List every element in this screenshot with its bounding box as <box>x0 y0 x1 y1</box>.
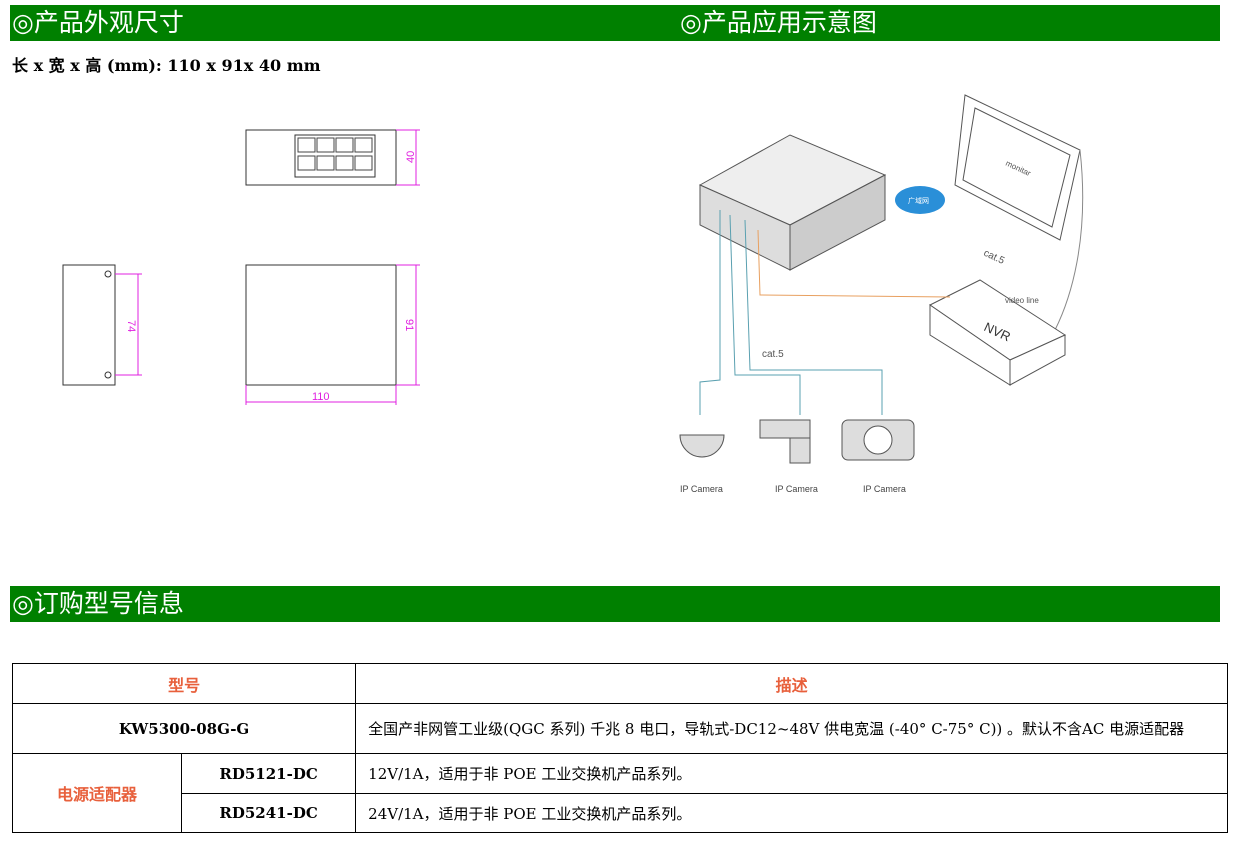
top-view <box>245 264 420 405</box>
camera-label-2: IP Camera <box>775 484 818 494</box>
height-label: 40 <box>405 151 417 163</box>
header-description: 描述 <box>355 663 1228 704</box>
hole-spacing-label: 74 <box>125 320 137 332</box>
table-row: KW5300-08G-G 全国产非网管工业级(QGC 系列) 千兆 8 电口，导… <box>11 703 1228 754</box>
cat5-top-label: cat.5 <box>982 248 1007 267</box>
camera-label-1: IP Camera <box>680 484 723 494</box>
ordering-title: ◎订购型号信息 <box>10 586 1220 622</box>
group-cell: 电源适配器 <box>12 753 182 833</box>
ordering-table: 型号 描述 KW5300-08G-G 全国产非网管工业级(QGC 系列) 千兆 … <box>11 663 1228 833</box>
camera-illustrations <box>679 419 915 464</box>
nvr-illustration <box>929 279 1067 386</box>
depth-label: 91 <box>403 319 415 331</box>
section-header-bar <box>10 5 1220 41</box>
cloud-icon: 广域网 <box>895 186 945 214</box>
model-cell: RD5121-DC <box>180 753 357 794</box>
video-line-label: video line <box>1005 296 1039 305</box>
description-cell: 24V/1A，适用于非 POE 工业交换机产品系列。 <box>355 793 1228 833</box>
cat5-bottom-label: cat.5 <box>762 349 784 360</box>
model-cell: KW5300-08G-G <box>11 703 357 754</box>
dimensions-title: ◎产品外观尺寸 <box>12 8 184 37</box>
dimension-drawings: 40 74 91 110 <box>62 129 420 405</box>
table-row: RD5241-DC 24V/1A，适用于非 POE 工业交换机产品系列。 <box>13 793 1228 833</box>
switch-illustration <box>698 134 887 271</box>
dimensions-text: 长 x 宽 x 高 (mm): 110 x 91x 40 mm <box>12 56 321 75</box>
description-cell: 12V/1A，适用于非 POE 工业交换机产品系列。 <box>355 753 1228 794</box>
side-view <box>62 264 142 386</box>
camera-label-3: IP Camera <box>863 484 906 494</box>
model-cell: RD5241-DC <box>180 793 357 833</box>
table-row: 电源适配器 RD5121-DC 12V/1A，适用于非 POE 工业交换机产品系… <box>12 753 1228 833</box>
monitor-illustration <box>954 94 1081 241</box>
application-diagram: 广域网 monitar cat.5 video line NVR cat.5 I… <box>679 94 1084 494</box>
width-label: 110 <box>312 391 330 403</box>
svg-text:广域网: 广域网 <box>908 196 929 205</box>
application-title: ◎产品应用示意图 <box>680 8 877 37</box>
front-view <box>245 129 420 186</box>
header-model: 型号 <box>11 663 357 704</box>
description-cell: 全国产非网管工业级(QGC 系列) 千兆 8 电口，导轨式-DC12~48V 供… <box>355 703 1228 754</box>
